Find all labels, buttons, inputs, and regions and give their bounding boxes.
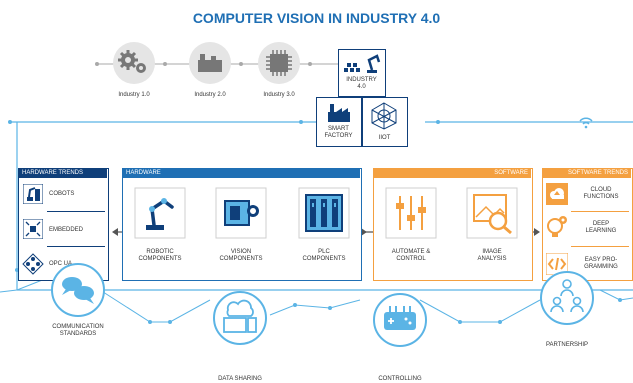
bottom-label: COMMUNICATION — [52, 324, 104, 330]
wifi-icon — [579, 117, 593, 125]
lightbulb-gear-icon — [547, 216, 567, 237]
hardware-trend-label: EMBEDDED — [49, 227, 84, 233]
people-icon — [540, 271, 594, 325]
cloud-upload-icon — [546, 183, 568, 205]
bottom-label: DATA SHARING — [218, 376, 262, 382]
chat-icon — [51, 263, 105, 317]
software-panel: SOFTWARE AUTOMATE & CONTROL IMAGE ANALYS… — [373, 168, 533, 281]
software-trends-header: SOFTWARE TRENDS — [543, 169, 631, 178]
smart-factory-box: SMART FACTORY — [316, 97, 362, 147]
iiot-label: IIOT — [378, 135, 391, 141]
smart-factory-icon — [328, 104, 350, 122]
hardware-item-label: COMPONENTS — [219, 256, 263, 262]
software-trend-label: EASY PRO- — [584, 257, 618, 263]
hardware-trend-label: COBOTS — [49, 191, 75, 197]
network-icon — [371, 102, 397, 130]
software-item-label: CONTROL — [396, 256, 426, 262]
evolution-label: Industry 2.0 — [194, 92, 226, 98]
robot-arm-icon — [134, 187, 186, 239]
software-header: SOFTWARE — [374, 169, 531, 178]
smart-factory-label: SMART — [328, 126, 349, 132]
gears-icon — [113, 42, 155, 84]
bottom-label: CONTROLLING — [378, 376, 422, 382]
software-item-label: AUTOMATE & — [391, 249, 431, 255]
hardware-trend-label: OPC UA — [49, 261, 73, 267]
opcua-icon — [22, 253, 44, 275]
hardware-header: HARDWARE — [123, 169, 360, 178]
hardware-item-label: COMPONENTS — [138, 256, 182, 262]
bottom-label: PARTNERSHIP — [545, 342, 589, 348]
embedded-icon — [23, 219, 43, 239]
evolution-label: Industry 3.0 — [263, 92, 295, 98]
hardware-item-label: COMPONENTS — [302, 256, 346, 262]
evolution-label: Industry 1.0 — [118, 92, 150, 98]
industry40-label: INDUSTRY — [346, 77, 377, 83]
controller-icon — [373, 293, 427, 347]
robot-arm-icon — [344, 54, 381, 73]
software-trend-label: CLOUD — [590, 187, 612, 193]
hardware-item-label: ROBOTIC — [146, 249, 174, 255]
cobot-icon — [23, 184, 43, 204]
hardware-item-label: VISION — [230, 249, 252, 255]
software-trend-label: LEARNING — [585, 228, 617, 234]
chip-icon — [258, 42, 300, 84]
camera-icon — [215, 187, 267, 239]
hardware-trends-panel: HARDWARE TRENDS COBOTS EMBEDDED OPC UA — [18, 168, 109, 281]
cloud-devices-icon — [213, 291, 267, 345]
software-item-label: IMAGE — [482, 249, 502, 255]
software-item-label: ANALYSIS — [477, 256, 507, 262]
software-trend-label: FUNCTIONS — [583, 194, 619, 200]
iiot-box: IIOT — [362, 97, 408, 147]
image-search-icon — [466, 187, 518, 239]
factory-icon — [189, 42, 231, 84]
sliders-icon — [385, 187, 437, 239]
hardware-item-label: PLC — [318, 249, 330, 255]
software-trends-panel: SOFTWARE TRENDS CLOUD FUNCTIONS DEEP LEA… — [542, 168, 633, 281]
industry40-label: 4.0 — [357, 84, 366, 90]
code-icon — [546, 253, 568, 275]
industry40-box: INDUSTRY 4.0 — [338, 49, 386, 97]
smart-factory-label: FACTORY — [324, 133, 353, 139]
bottom-label: STANDARDS — [59, 331, 97, 337]
diagram-title: COMPUTER VISION IN INDUSTRY 4.0 — [192, 10, 441, 26]
software-trend-label: GRAMMING — [584, 264, 618, 270]
hardware-panel: HARDWARE ROBOTIC COMPONENTS VISION COMPO… — [122, 168, 362, 281]
plc-icon — [298, 187, 350, 239]
software-trend-label: DEEP — [592, 221, 610, 227]
hardware-trends-header: HARDWARE TRENDS — [19, 169, 107, 178]
